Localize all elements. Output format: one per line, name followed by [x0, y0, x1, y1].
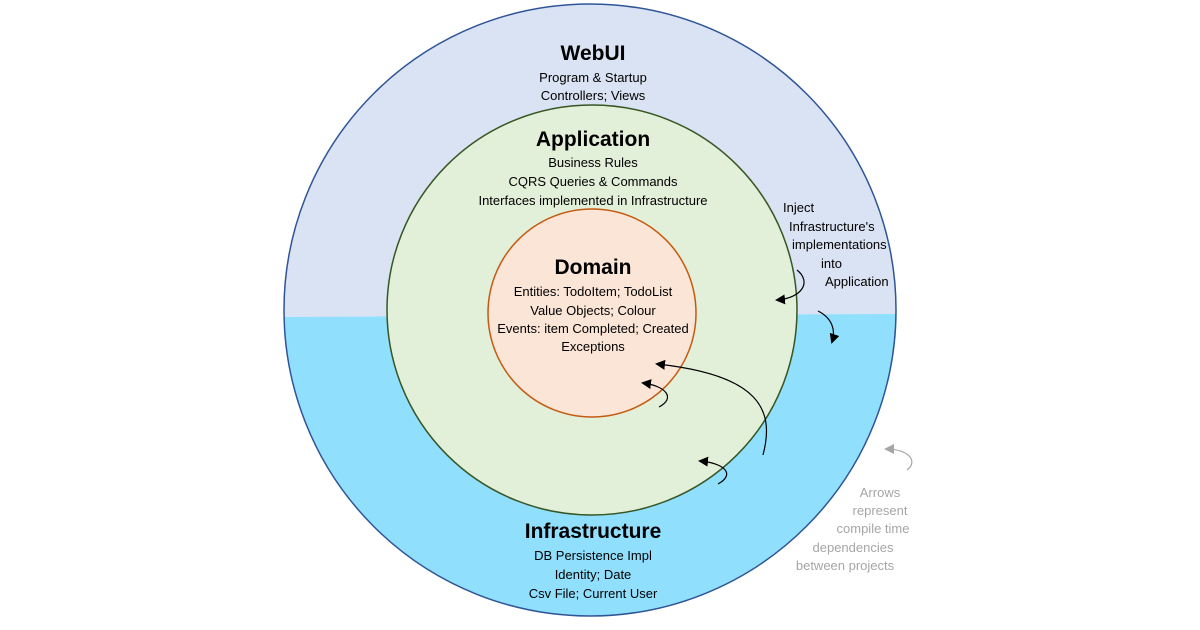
webui-title: WebUI	[561, 42, 626, 65]
legend-line: represent	[853, 503, 908, 518]
application-line: CQRS Queries & Commands	[508, 174, 678, 189]
infrastructure-label: Infrastructure DB Persistence Impl Ident…	[525, 520, 662, 601]
webui-line: Controllers; Views	[541, 88, 646, 103]
application-line: Interfaces implemented in Infrastructure	[478, 193, 707, 208]
inject-note-line: implementations	[792, 237, 887, 252]
inject-note-line: Inject	[783, 200, 814, 215]
curved-arrow-icon	[884, 444, 913, 471]
legend-line: between projects	[796, 558, 895, 573]
domain-line: Events: item Completed; Created	[497, 321, 688, 336]
infrastructure-line: Csv File; Current User	[529, 586, 658, 601]
outer-ring-border	[283, 3, 897, 617]
application-label: Application Business Rules CQRS Queries …	[478, 128, 707, 208]
dependency-arrows	[641, 269, 840, 485]
webui-line: Program & Startup	[539, 70, 647, 85]
legend-line: compile time	[837, 521, 910, 536]
legend: Arrows represent compile time dependenci…	[796, 444, 913, 573]
webui-to-application-arrow	[775, 269, 805, 305]
infrastructure-line: Identity; Date	[555, 567, 632, 582]
infrastructure-to-application-arrow	[698, 456, 728, 485]
domain-line: Value Objects; Colour	[530, 303, 656, 318]
application-to-domain-arrow	[641, 379, 669, 408]
application-title: Application	[536, 128, 650, 151]
inject-note-line: Infrastructure's	[789, 219, 875, 234]
inject-note-line: Application	[825, 274, 889, 289]
inject-note-line: into	[821, 256, 842, 271]
domain-line: Entities: TodoItem; TodoList	[514, 284, 673, 299]
infrastructure-title: Infrastructure	[525, 520, 662, 543]
domain-core	[487, 208, 697, 418]
inject-note: Inject Infrastructure's implementations …	[783, 200, 889, 289]
legend-line: dependencies	[813, 540, 894, 555]
legend-line: Arrows	[860, 485, 901, 500]
domain-line: Exceptions	[561, 339, 625, 354]
domain-title: Domain	[554, 256, 631, 279]
domain-label: Domain Entities: TodoItem; TodoList Valu…	[497, 256, 688, 354]
infrastructure-line: DB Persistence Impl	[534, 548, 652, 563]
webui-to-infrastructure-arrow	[817, 310, 840, 344]
application-line: Business Rules	[548, 155, 638, 170]
webui-label: WebUI Program & Startup Controllers; Vie…	[539, 42, 647, 103]
infrastructure-to-domain-arrow	[655, 359, 767, 456]
